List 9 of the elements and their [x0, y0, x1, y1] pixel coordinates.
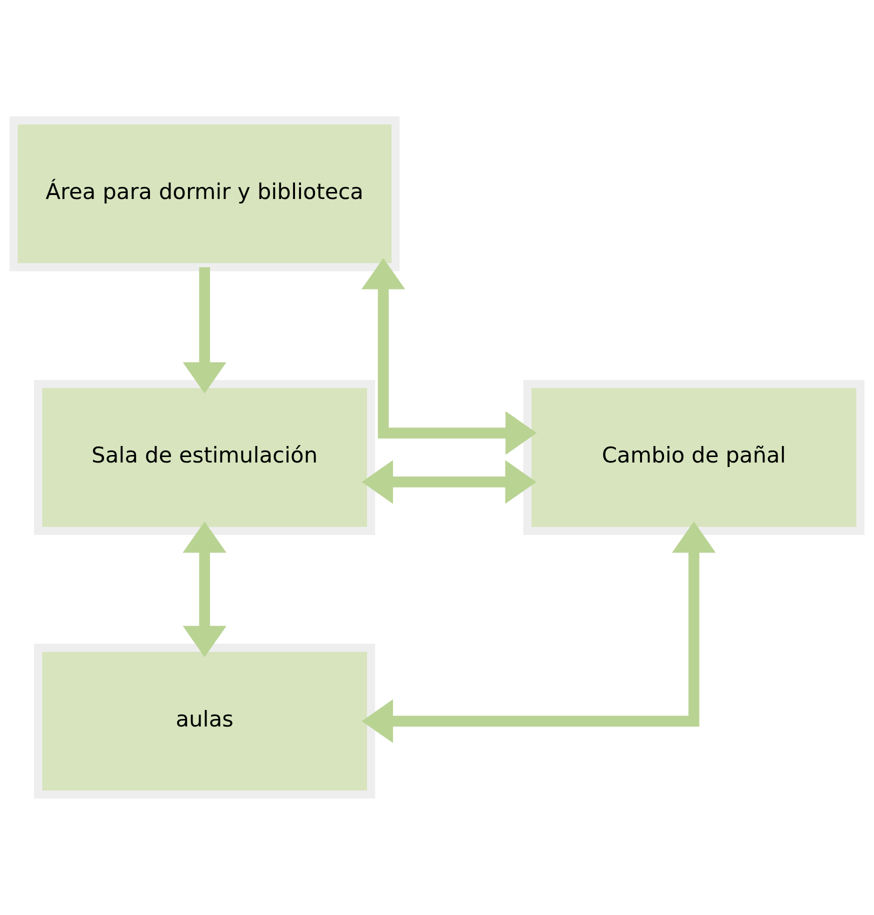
arrow	[182, 521, 226, 658]
arrow	[362, 460, 536, 504]
node-box: Cambio de pañal	[523, 380, 864, 535]
node-box: Área para dormir y biblioteca	[10, 116, 400, 272]
node-box: Sala de estimulación	[34, 380, 376, 535]
arrow	[362, 521, 716, 744]
arrow	[361, 258, 537, 455]
arrow	[182, 267, 226, 394]
node-box: aulas	[34, 644, 376, 799]
